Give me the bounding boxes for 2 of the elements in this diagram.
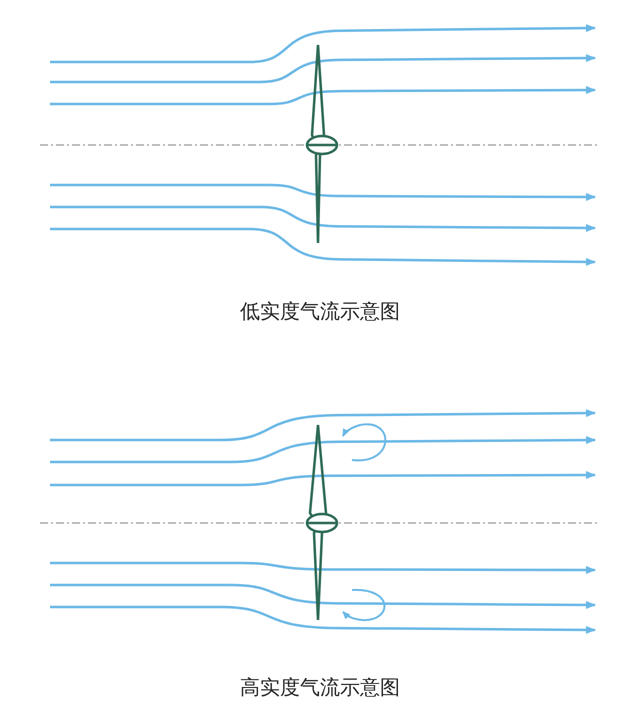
caption: 低实度气流示意图 <box>240 298 400 325</box>
caption: 高实度气流示意图 <box>240 674 400 701</box>
